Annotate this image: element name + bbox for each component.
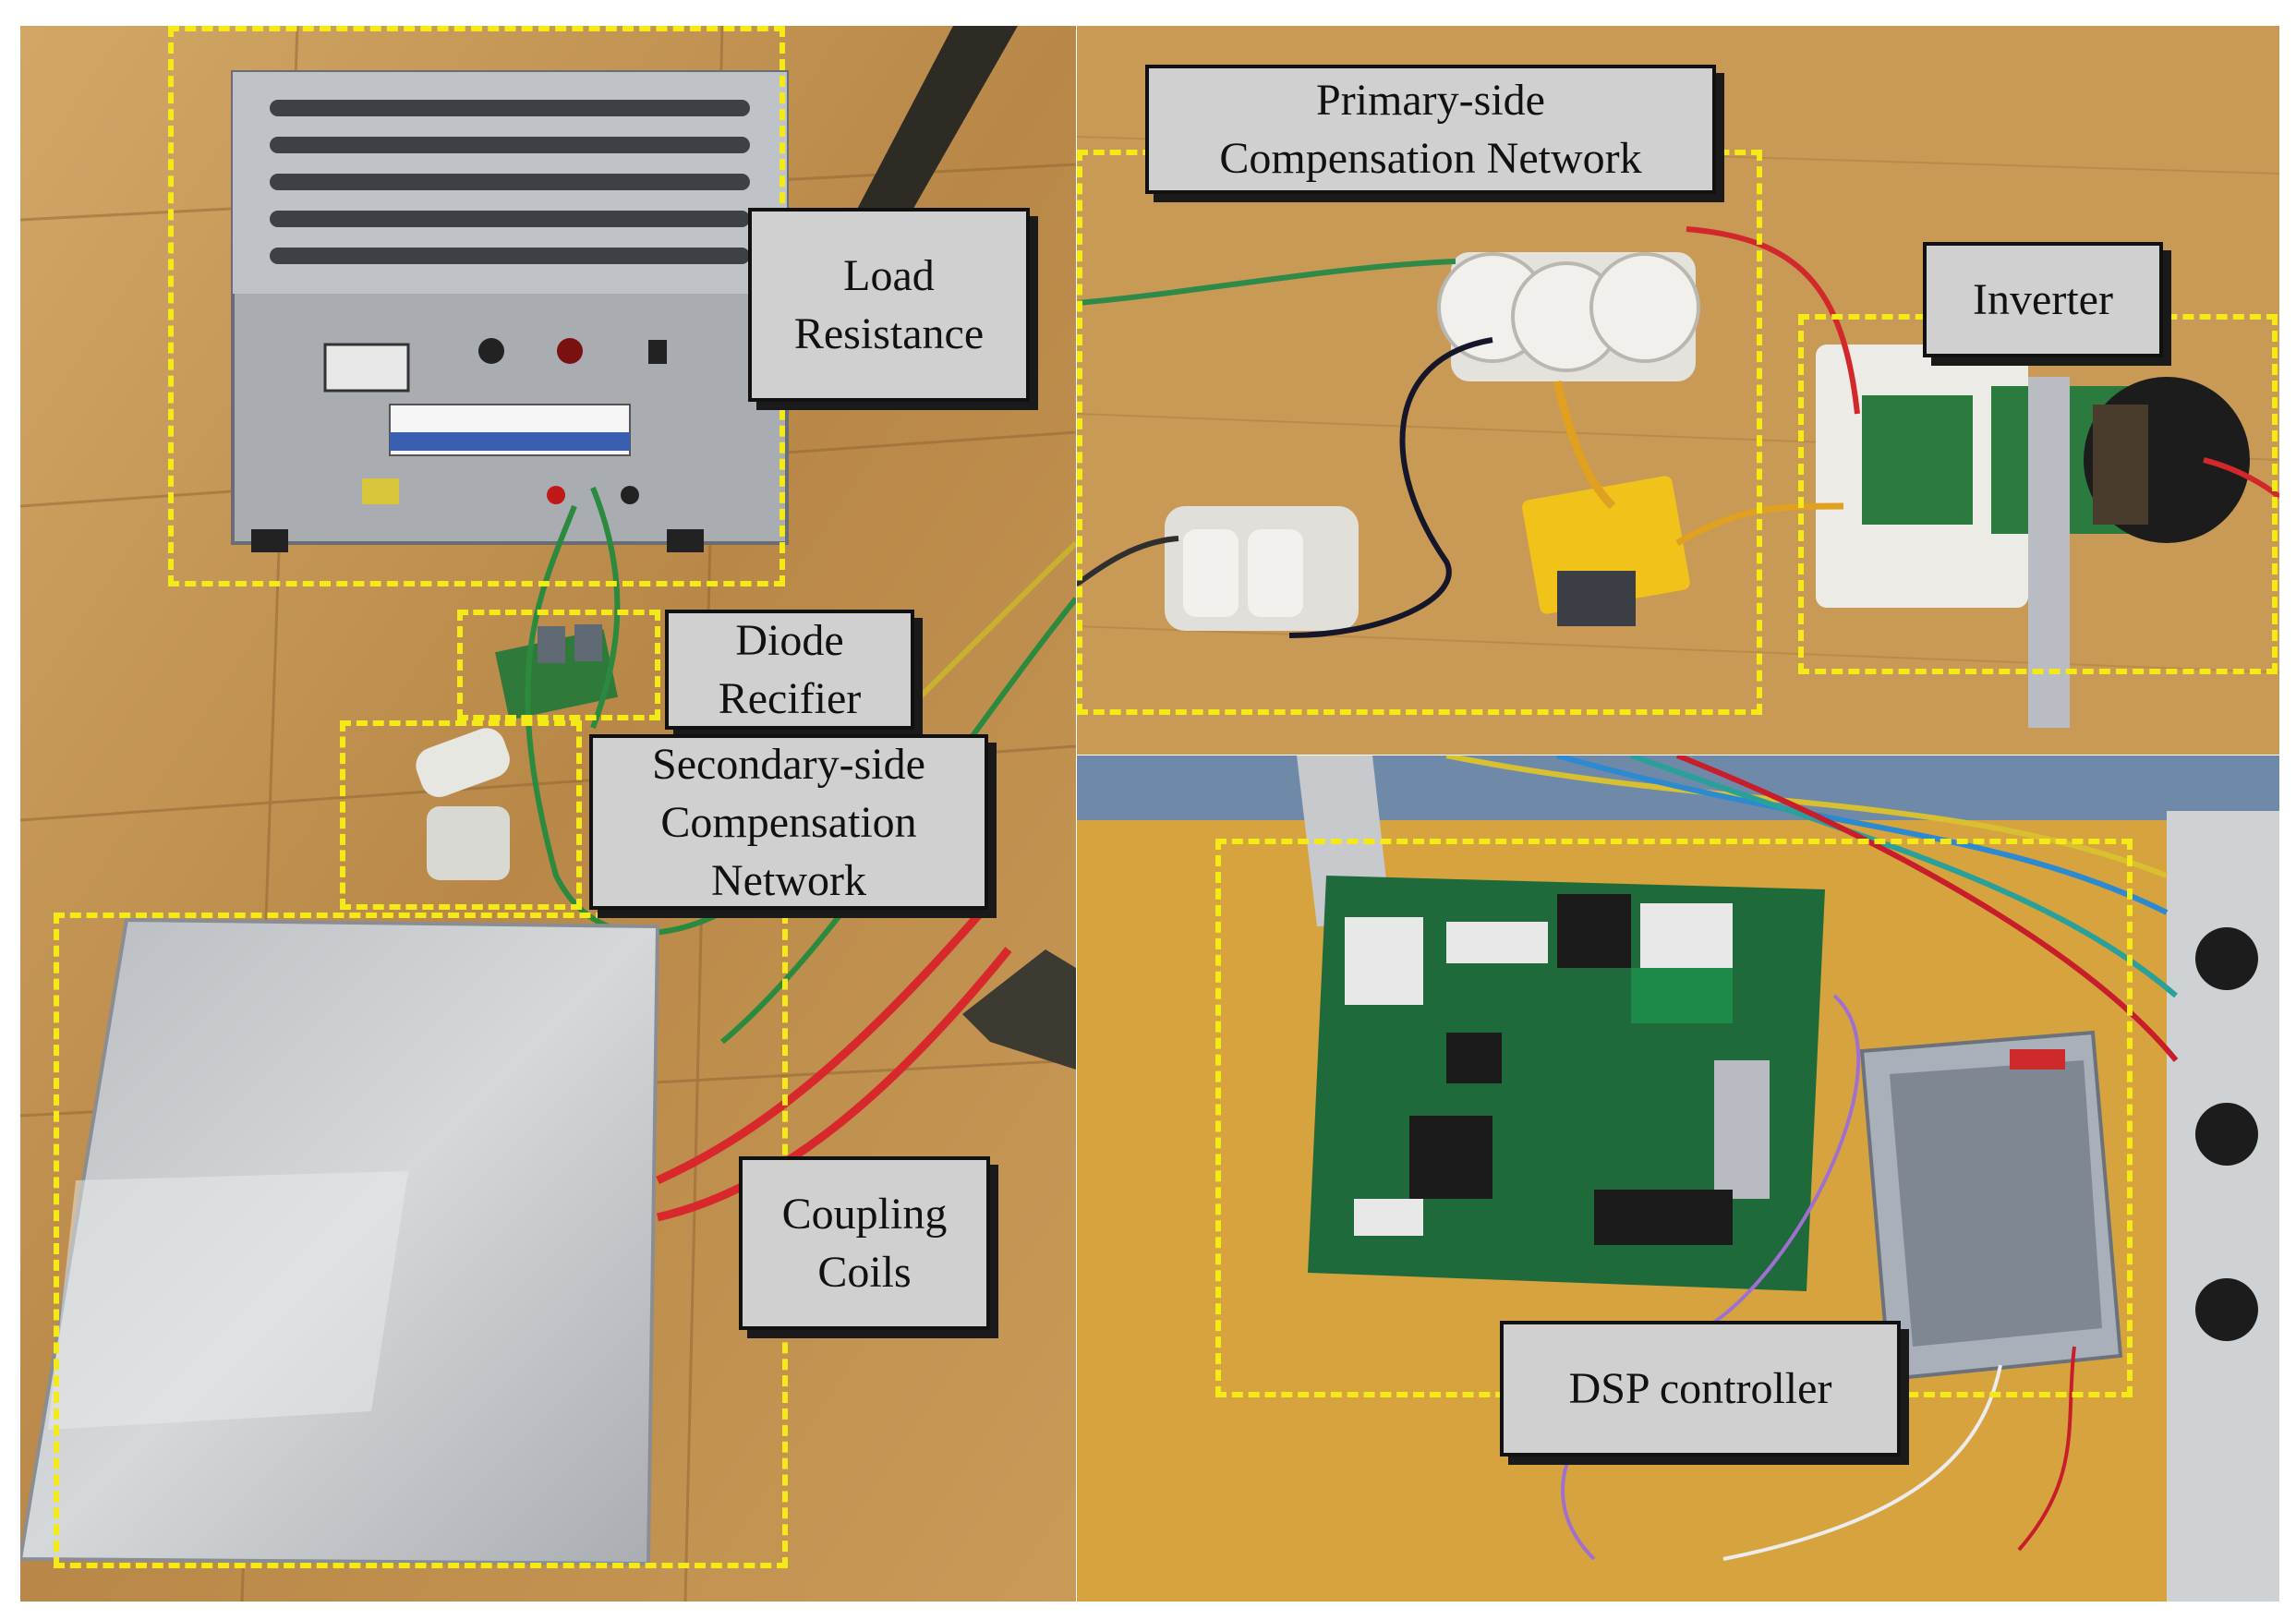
floor-block (962, 949, 1076, 1070)
load-resistance-highlight-box (168, 26, 785, 586)
dsp-board (1308, 876, 1825, 1291)
primary-capacitors (1437, 252, 1700, 381)
secondary-capacitors (416, 728, 510, 880)
desk-wires (1445, 756, 2179, 1561)
diode-rectifier-label: Diode Recifier (665, 610, 914, 730)
coupling-coils-highlight-box (54, 913, 788, 1568)
secondary-capacitor-pair (1165, 506, 1359, 631)
dsp-controller-highlight-box (1215, 839, 2133, 1397)
current-transformer (1522, 476, 1690, 626)
primary-network-label: Primary-side Compensation Network (1145, 65, 1716, 194)
desk-scene (1077, 756, 2279, 1602)
inverter-label: Inverter (1923, 242, 2163, 357)
dsp-controller-label: DSP controller (1500, 1321, 1901, 1457)
table-leg (852, 26, 1018, 220)
coupling-coils-label: Coupling Coils (739, 1156, 990, 1330)
load-resistance-cabinet (231, 70, 789, 552)
primary-network-highlight-box (1077, 150, 1762, 715)
plate-reflection (48, 1171, 408, 1430)
secondary-network-label: Secondary-side Compensation Network (589, 734, 988, 910)
load-resistance-label: Load Resistance (748, 208, 1030, 402)
power-supply-unit (1859, 1030, 2123, 1382)
inverter-highlight-box (1798, 314, 2278, 674)
bottom-right-photo-panel (1077, 756, 2279, 1602)
diode-rectifier-highlight-box (457, 610, 660, 720)
table-wires (1077, 226, 2279, 638)
secondary-network-highlight-box (340, 720, 582, 910)
